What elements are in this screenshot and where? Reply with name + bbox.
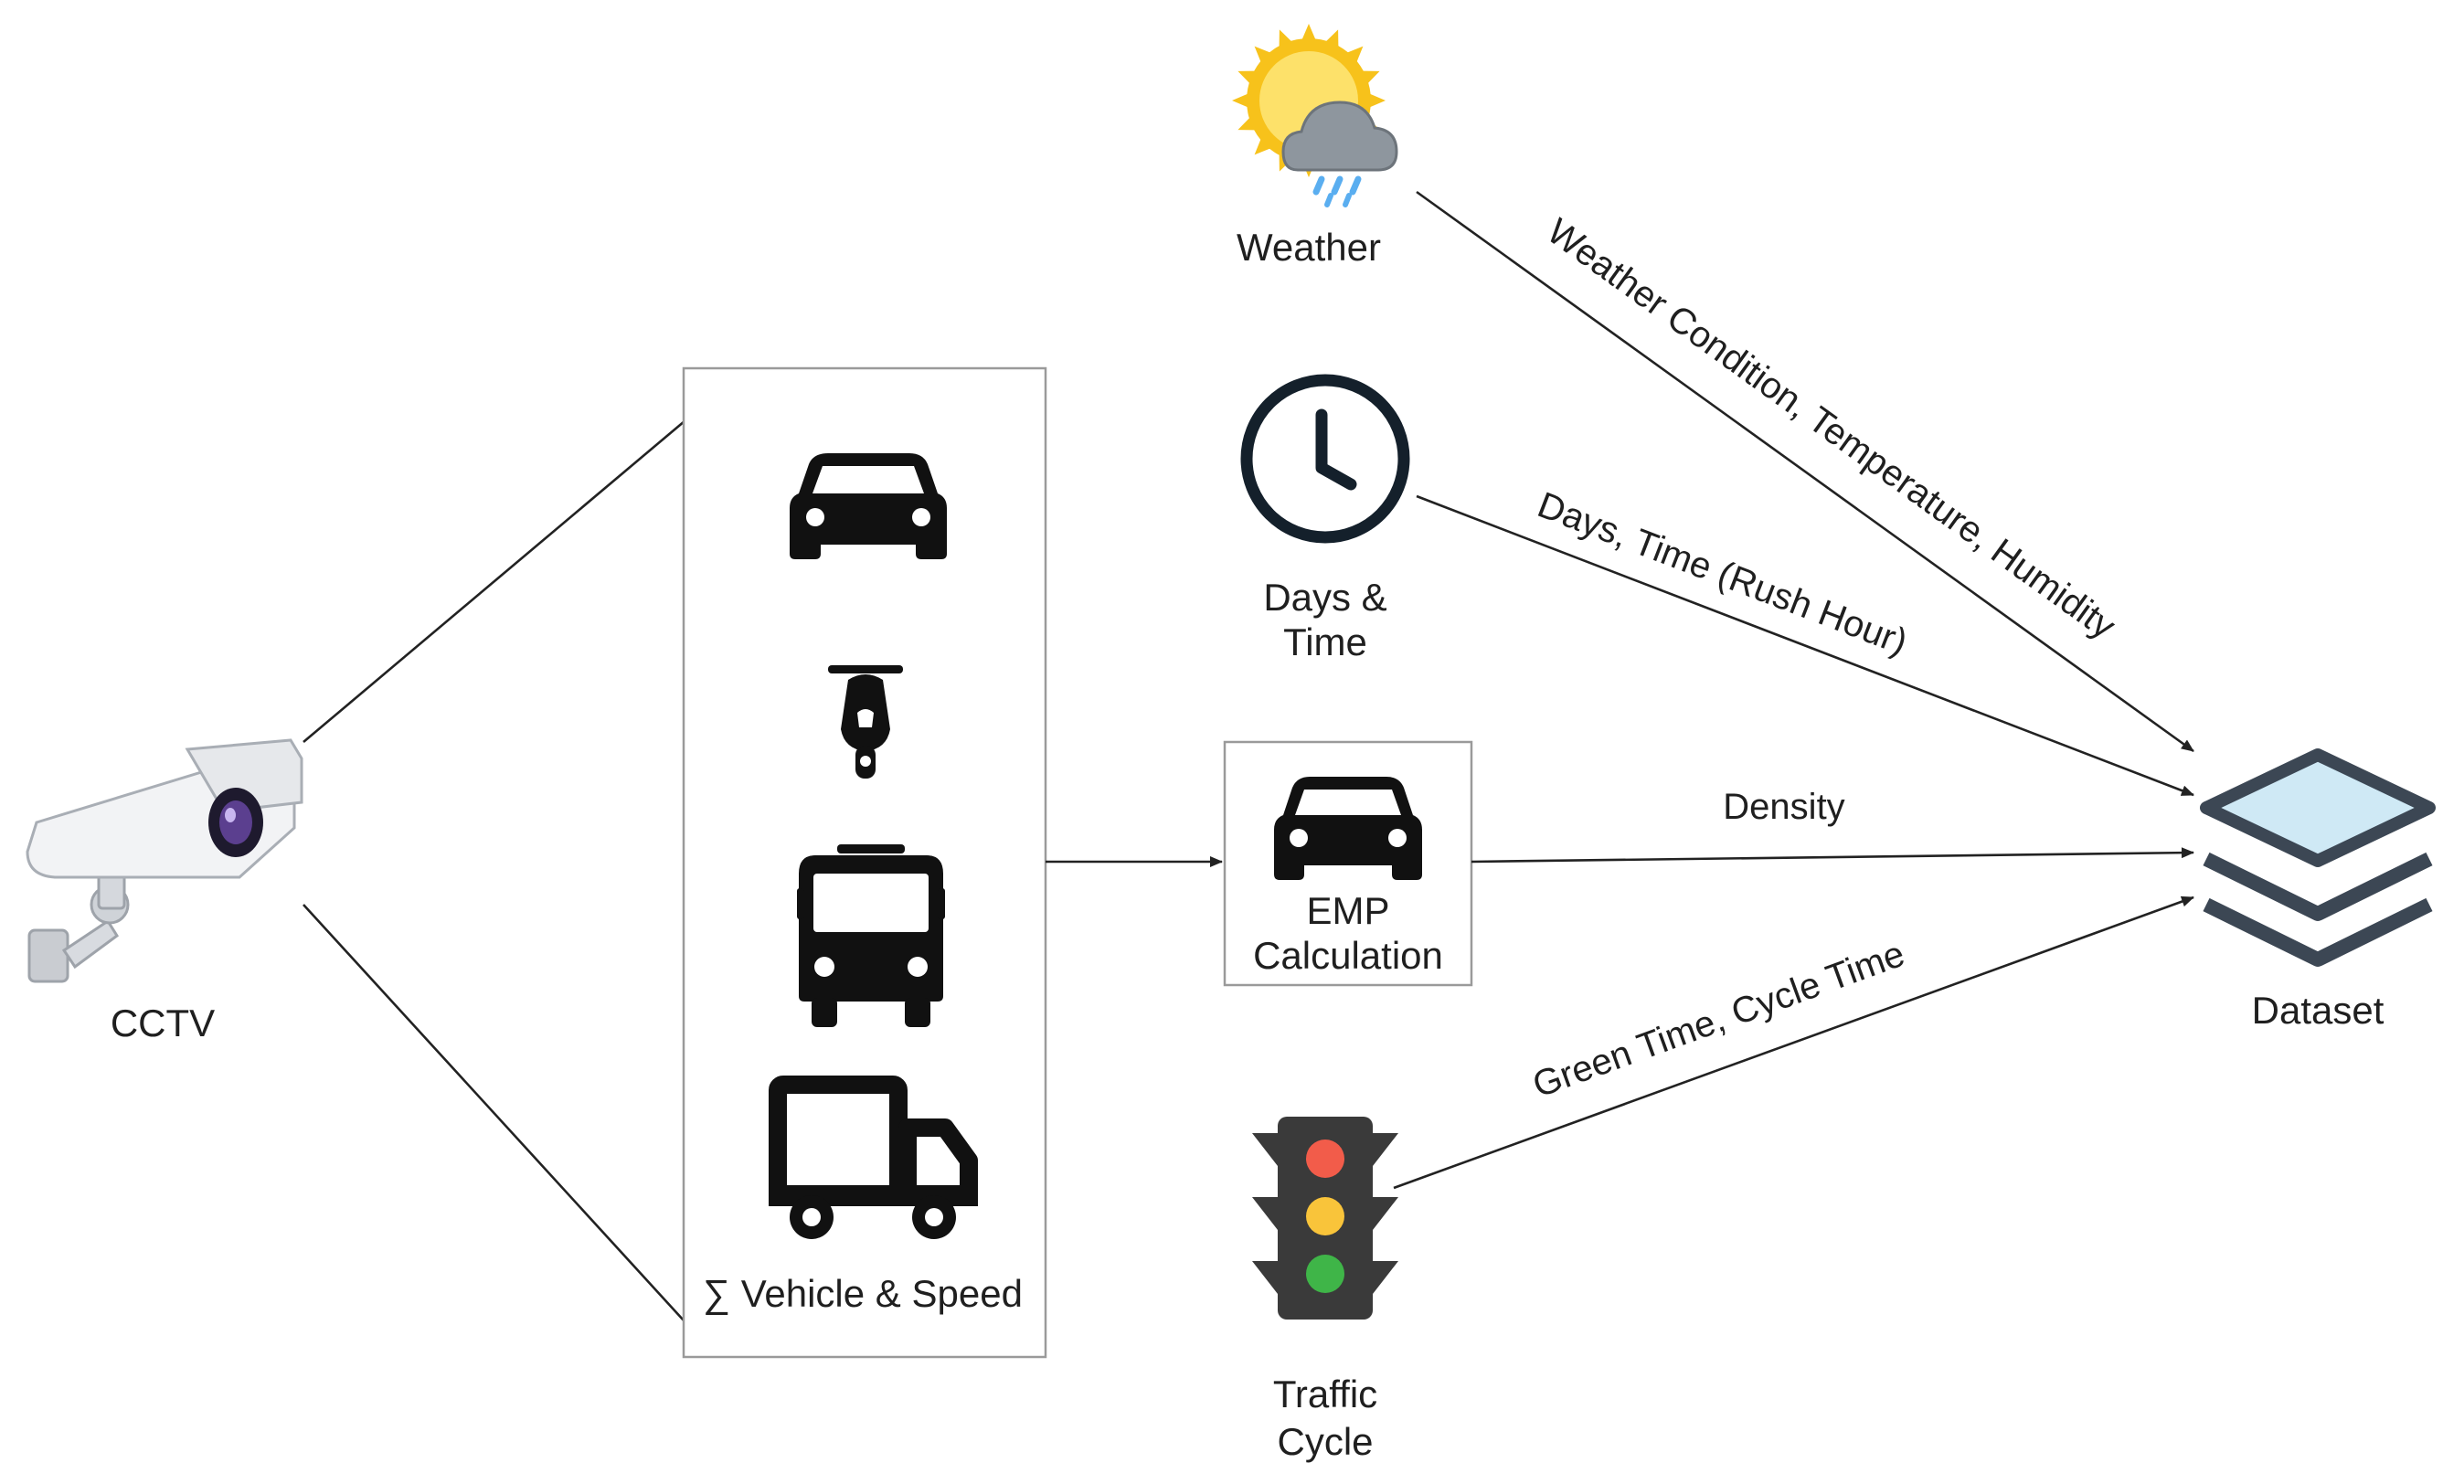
dataset-label: Dataset	[2252, 989, 2384, 1032]
days-time-node: Days & Time	[1240, 374, 1410, 663]
sun-ray	[1368, 93, 1386, 108]
traffic-to-dataset-arrow	[1393, 896, 2194, 1190]
cctv-to-vehicles-top-line	[303, 415, 692, 743]
weather-node: Weather	[1232, 24, 1398, 269]
sun-ray	[1254, 46, 1272, 64]
dataset-node: Dataset	[2200, 748, 2436, 1032]
scooter-icon	[828, 665, 903, 779]
days-time-to-dataset-arrow	[1416, 494, 2194, 797]
cctv-to-vehicles-bottom-line	[303, 904, 685, 1321]
weather-edge-label: Weather Condition, Temperature, Humidity	[1540, 211, 2123, 647]
days-time-label-line2: Time	[1283, 620, 1367, 663]
days-time-edge-label: Days, Time (Rush Hour)	[1533, 484, 1913, 662]
sun-ray	[1254, 137, 1272, 155]
emp-car-icon	[1274, 777, 1422, 880]
traffic-cycle-label-line1: Traffic	[1273, 1373, 1377, 1415]
cycle-edge-label: Green Time, Cycle Time	[1527, 934, 1909, 1106]
emp-label-line2: Calculation	[1253, 934, 1443, 977]
cctv-label: CCTV	[111, 1002, 215, 1044]
emp-to-dataset-arrow	[1471, 847, 2194, 864]
days-time-label-line1: Days &	[1263, 576, 1386, 619]
emp-node: EMP Calculation	[1223, 740, 1473, 987]
traffic-light-icon	[1252, 1117, 1398, 1320]
clock-icon	[1240, 374, 1410, 544]
traffic-cycle-label-line2: Cycle	[1277, 1420, 1373, 1463]
sun-ray	[1301, 24, 1316, 41]
layers-stack-icon	[2200, 748, 2436, 967]
truck-icon	[769, 1076, 978, 1239]
density-edge-label: Density	[1723, 787, 1844, 827]
traffic-cycle-node: Traffic Cycle	[1252, 1117, 1398, 1463]
sun-ray	[1345, 46, 1364, 64]
emp-label-line1: EMP	[1306, 889, 1389, 932]
weather-to-dataset-arrow	[1416, 190, 2194, 753]
sun-ray	[1232, 93, 1249, 108]
car-icon	[790, 453, 947, 559]
vehicle-speed-label: ∑ Vehicle & Speed	[703, 1272, 1023, 1315]
bus-icon	[797, 844, 945, 1027]
sun-cloud-rain-icon	[1232, 24, 1398, 207]
cctv-camera-icon	[26, 738, 303, 983]
weather-label: Weather	[1237, 226, 1381, 269]
cctv-node: CCTV	[26, 738, 303, 1044]
vehicle-speed-node: ∑ Vehicle & Speed	[682, 366, 1047, 1359]
